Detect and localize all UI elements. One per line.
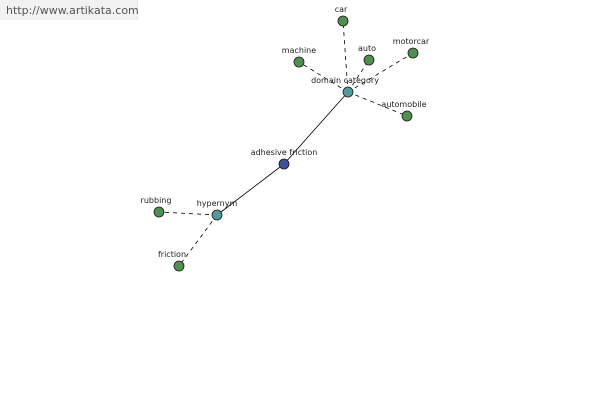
- edge-hypernym-rubbing: [158, 211, 218, 216]
- source-url-banner[interactable]: http://www.artikata.com: [0, 0, 139, 20]
- edge-domain-category-car: [342, 20, 349, 93]
- node-automobile[interactable]: [401, 110, 413, 122]
- node-label-motorcar: motorcar: [393, 37, 430, 46]
- node-label-car: car: [335, 5, 348, 14]
- edge-adhesive-friction-domain-category: [283, 91, 349, 165]
- node-car[interactable]: [337, 15, 349, 27]
- node-machine[interactable]: [293, 56, 305, 68]
- edge-hypernym-friction: [178, 214, 218, 267]
- node-label-automobile: automobile: [381, 100, 426, 109]
- labels-layer: adhesive friction domain category hypernym…: [141, 5, 430, 259]
- node-motorcar[interactable]: [407, 47, 419, 59]
- nodes-layer: [153, 15, 419, 272]
- node-friction[interactable]: [173, 260, 185, 272]
- node-rubbing[interactable]: [153, 206, 165, 218]
- edge-adhesive-friction-hypernym: [216, 163, 285, 216]
- node-label-domain-category: domain category: [311, 76, 379, 85]
- node-label-rubbing: rubbing: [141, 196, 172, 205]
- node-label-hypernym: hypernym: [197, 199, 238, 208]
- node-hypernym[interactable]: [211, 209, 223, 221]
- edge-domain-category-motorcar: [347, 52, 414, 93]
- edge-domain-category-automobile: [347, 91, 408, 117]
- edges-layer: [158, 20, 414, 267]
- node-label-auto: auto: [358, 44, 376, 53]
- node-label-machine: machine: [282, 46, 316, 55]
- edge-domain-category-auto: [347, 59, 370, 93]
- node-adhesive-friction[interactable]: [278, 158, 290, 170]
- node-label-adhesive-friction: adhesive friction: [251, 148, 318, 157]
- edge-domain-category-machine: [298, 61, 349, 93]
- node-domain-category[interactable]: [342, 86, 354, 98]
- node-auto[interactable]: [363, 54, 375, 66]
- node-label-friction: friction: [158, 250, 186, 259]
